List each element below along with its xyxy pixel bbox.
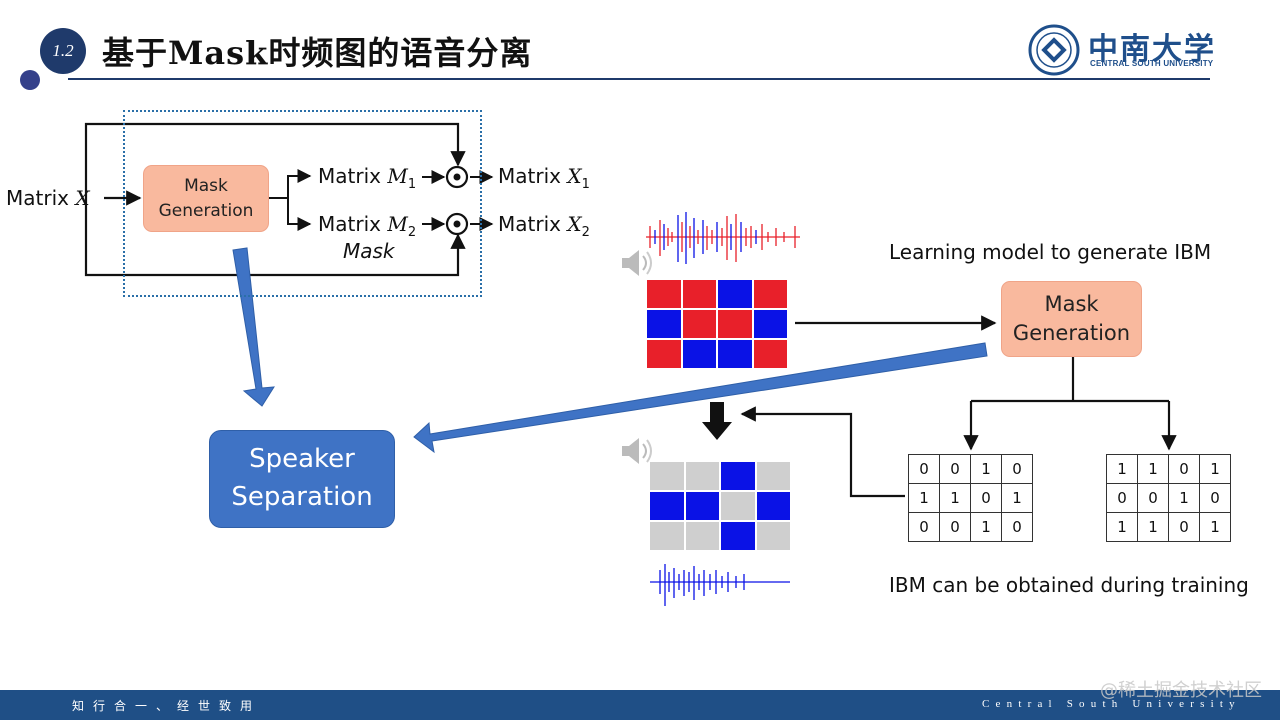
ibm-cell: 0 <box>1001 512 1033 542</box>
ibm-cell: 1 <box>970 512 1002 542</box>
ibm-cell: 1 <box>1199 512 1231 542</box>
mixture-grid-cell <box>682 280 716 308</box>
mixture-grid-cell <box>753 280 787 308</box>
ibm-cell: 1 <box>1106 512 1138 542</box>
ibm-cell: 0 <box>939 512 971 542</box>
ibm-cell: 0 <box>1001 454 1033 484</box>
bottom-bypass-line <box>84 198 466 277</box>
mixture-grid-cell <box>718 340 752 368</box>
ibm-cell: 0 <box>1168 454 1200 484</box>
mixture-grid-cell <box>753 310 787 338</box>
apply-mask-down-arrow <box>702 402 732 440</box>
mixture-grid-cell <box>647 340 681 368</box>
mask-generation-box-right: Mask Generation <box>1001 281 1142 357</box>
mask-generation-box: Mask Generation <box>143 165 269 232</box>
ibm-cell: 1 <box>1168 483 1200 513</box>
university-logo: 中南大学 CENTRAL SOUTH UNIVERSITY <box>1028 24 1218 76</box>
ibm-cell: 1 <box>1106 454 1138 484</box>
page-title: 基于Mask时频图的语音分离 <box>102 34 533 72</box>
ibm-cell: 1 <box>908 483 940 513</box>
masked-grid-cell <box>756 522 790 550</box>
ibm-cell: 0 <box>939 454 971 484</box>
diagram-connectors <box>84 122 1177 606</box>
masked-grid-cell <box>650 492 684 520</box>
ibm-cell: 1 <box>939 483 971 513</box>
mask-to-m1-arrow <box>268 169 312 199</box>
masked-grid-cell <box>650 522 684 550</box>
ibm-cell: 1 <box>1137 454 1169 484</box>
speaker-separation-box: Speaker Separation <box>209 430 395 528</box>
title-divider <box>68 78 1210 80</box>
speaker-icon <box>622 250 652 276</box>
blue-arrow-left-to-speaker <box>413 342 988 454</box>
mask-to-m2-arrow <box>287 198 312 231</box>
masked-grid-cell <box>685 522 719 550</box>
ibm-cell: 1 <box>970 454 1002 484</box>
mixture-grid-cell <box>647 280 681 308</box>
ibm-cell: 0 <box>908 454 940 484</box>
ibm-cell: 1 <box>1137 512 1169 542</box>
mixture-grid-cell <box>753 340 787 368</box>
masked-grid-cell <box>721 492 755 520</box>
learning-model-caption: Learning model to generate IBM <box>889 240 1212 264</box>
speaker-icon <box>622 438 652 464</box>
masked-grid-cell <box>685 462 719 490</box>
watermark-text: @稀土掘金技术社区 <box>1100 680 1262 701</box>
footer-bar: 知行合一、经世致用 Central South University <box>0 690 1280 720</box>
footer-university: Central South University <box>982 698 1241 710</box>
ibm-cell: 0 <box>1106 483 1138 513</box>
matrix-m1-label: Matrix M1 <box>318 164 417 192</box>
top-bypass-line <box>84 122 466 198</box>
mixture-spectrogram-grid <box>647 280 787 368</box>
mask-caption: Mask <box>343 239 395 263</box>
masked-grid-cell <box>721 522 755 550</box>
mixture-grid-cell <box>682 310 716 338</box>
masked-spectrogram-grid <box>650 462 790 550</box>
footer-motto: 知行合一、经世致用 <box>72 699 262 713</box>
section-number-badge: 1.2 <box>40 28 86 74</box>
masked-grid-cell <box>721 462 755 490</box>
mask-region-dotted-frame <box>123 110 482 297</box>
ibm-cell: 1 <box>1001 483 1033 513</box>
university-seal-icon <box>1028 24 1080 76</box>
logo-chinese-name: 中南大学 <box>1088 32 1216 67</box>
mixture-waveform <box>646 212 800 264</box>
ibm-cell: 0 <box>908 512 940 542</box>
ibm-cell: 0 <box>970 483 1002 513</box>
ibm-training-caption: IBM can be obtained during training <box>889 573 1249 597</box>
matrix-m2-label: Matrix M2 <box>318 212 417 240</box>
ibm-cell: 1 <box>1199 454 1231 484</box>
masked-grid-cell <box>756 492 790 520</box>
mixture-grid-cell <box>718 310 752 338</box>
logo-english-name: CENTRAL SOUTH UNIVERSITY <box>1090 59 1214 68</box>
separated-waveform <box>650 564 790 606</box>
mixture-grid-cell <box>682 340 716 368</box>
matrix-x2-label: Matrix X2 <box>498 212 590 240</box>
mixture-grid-cell <box>647 310 681 338</box>
decorative-dot <box>20 70 40 90</box>
mixture-grid-cell <box>718 280 752 308</box>
input-matrix-label: Matrix X <box>6 186 90 210</box>
masked-grid-cell <box>650 462 684 490</box>
ibm-feedback-arrow <box>740 406 905 498</box>
ibm-cell: 0 <box>1199 483 1231 513</box>
masked-grid-cell <box>756 462 790 490</box>
ibm-cell: 0 <box>1137 483 1169 513</box>
masked-grid-cell <box>685 492 719 520</box>
matrix-x1-label: Matrix X1 <box>498 164 590 192</box>
ibm-cell: 0 <box>1168 512 1200 542</box>
blue-arrow-down-to-speaker <box>232 247 275 407</box>
